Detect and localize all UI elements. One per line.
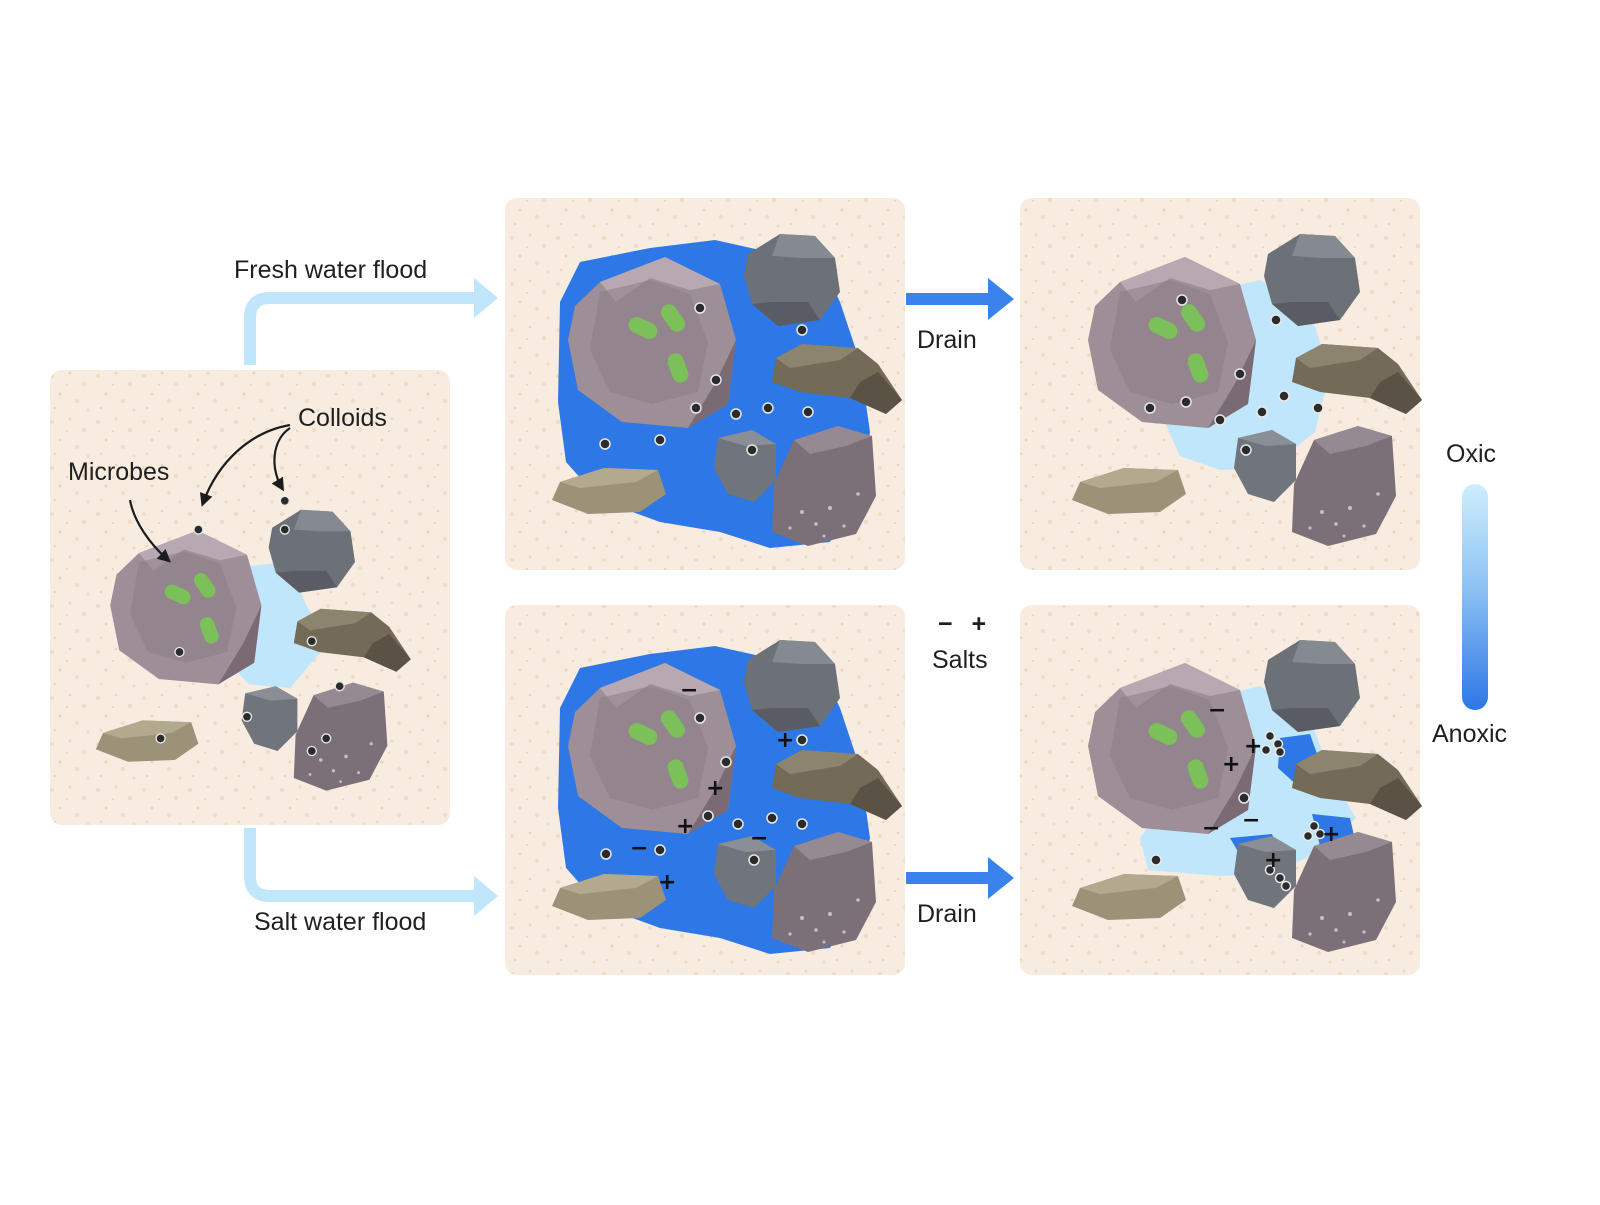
label-salts: Salts: [932, 646, 988, 674]
negative-ion-icon: −: [1208, 698, 1227, 723]
drain-arrow-bottom: [906, 857, 1014, 899]
positive-ion-icon: +: [776, 728, 795, 753]
label-anoxic: Anoxic: [1432, 720, 1508, 748]
label-salt-signs: − +: [938, 610, 993, 638]
label-salt-water-flood: Salt water flood: [254, 908, 427, 936]
fresh-flood-arrow: [244, 278, 498, 365]
negative-ion-icon: −: [630, 836, 649, 861]
salt-flood-arrow: [244, 828, 498, 916]
positive-ion-icon: +: [658, 870, 677, 895]
label-oxic: Oxic: [1446, 440, 1496, 468]
label-colloids: Colloids: [298, 404, 387, 432]
positive-ion-icon: +: [1244, 734, 1263, 759]
aggregate-initial: [95, 495, 411, 791]
negative-ion-icon: −: [1202, 816, 1221, 841]
negative-ion-icon: −: [1242, 808, 1261, 833]
aggregate-fresh-flooded: [552, 234, 902, 548]
label-fresh-water-flood: Fresh water flood: [234, 256, 428, 284]
colloids-pointer-arrow-1: [199, 423, 291, 507]
label-drain-top: Drain: [917, 326, 977, 354]
oxic-anoxic-gradient-bar: [1462, 484, 1488, 710]
aggregate-salt-drained: [1072, 640, 1422, 952]
drain-arrow-top: [906, 278, 1014, 320]
negative-ion-icon: −: [680, 678, 699, 703]
microbes-pointer-arrow: [128, 499, 171, 563]
positive-ion-icon: +: [1222, 752, 1241, 777]
aggregate-salt-flooded: [552, 640, 902, 954]
colloids-pointer-arrow-2: [271, 427, 291, 492]
positive-ion-icon: +: [1264, 848, 1283, 873]
positive-ion-icon: +: [1322, 822, 1341, 847]
positive-ion-icon: +: [706, 776, 725, 801]
label-microbes: Microbes: [68, 458, 170, 486]
negative-ion-icon: −: [750, 826, 769, 851]
label-drain-bottom: Drain: [917, 900, 977, 928]
aggregate-fresh-drained: [1072, 234, 1422, 546]
positive-ion-icon: +: [676, 814, 695, 839]
